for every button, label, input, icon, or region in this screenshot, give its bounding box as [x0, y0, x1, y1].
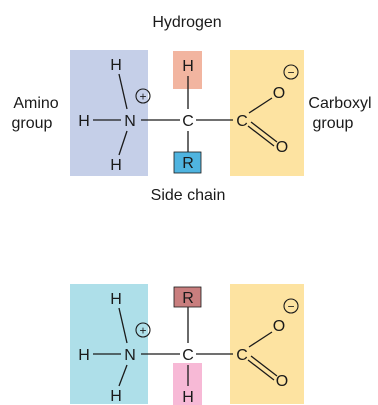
- bond-c-o-double-2-b: [250, 355, 278, 377]
- atom-o-minus-b: O: [273, 318, 285, 335]
- atom-o-double: O: [276, 139, 288, 156]
- bond-c-o-double-2: [250, 121, 278, 143]
- atom-r: R: [182, 155, 194, 172]
- atom-n: N: [124, 113, 136, 130]
- atom-n-b: N: [124, 347, 136, 364]
- atom-c-alpha: C: [182, 113, 194, 130]
- carboxyl-group-box: [230, 50, 304, 176]
- amino-group-box: [70, 50, 148, 176]
- carboxyl-group-label: Carboxyl: [308, 95, 371, 112]
- bond-n-h-bottom-b: [118, 364, 128, 387]
- amino-group-label: Amino: [13, 95, 58, 112]
- atom-h-top-b: H: [110, 291, 122, 308]
- atom-c-alpha-b: C: [182, 347, 194, 364]
- atom-r-b: R: [182, 290, 194, 307]
- atom-o-minus: O: [273, 85, 285, 102]
- bond-n-h-bottom: [118, 130, 128, 156]
- atom-h-bottom-b: H: [110, 388, 122, 405]
- bond-c-o-double-1: [247, 125, 275, 147]
- positive-charge-icon-b: +: [135, 322, 151, 338]
- atom-h-bottom: H: [110, 157, 122, 174]
- bond-c-o-single-b: [248, 331, 273, 348]
- atom-h-alpha-b: H: [182, 389, 194, 405]
- positive-charge-icon: +: [135, 88, 151, 104]
- carboxyl-group-label-line2: group: [313, 115, 354, 132]
- bond-c-o-double-1-b: [247, 359, 275, 381]
- side-chain-label: Side chain: [151, 187, 226, 204]
- bottom-structure: H H N H R C H C O O + −: [70, 284, 304, 405]
- bond-n-h-top-b: [118, 307, 128, 344]
- atom-c-carboxyl-b: C: [236, 347, 248, 364]
- atom-c-carboxyl: C: [236, 113, 248, 130]
- negative-charge-icon: −: [283, 64, 299, 80]
- bond-n-h-top: [118, 73, 128, 110]
- amino-group-box-bottom: [70, 284, 148, 404]
- svg-text:−: −: [287, 300, 294, 314]
- svg-text:−: −: [287, 66, 294, 80]
- svg-text:+: +: [139, 324, 146, 338]
- atom-h-alpha: H: [182, 58, 194, 75]
- amino-group-label-line2: group: [12, 115, 53, 132]
- top-structure: Hydrogen Amino group Carboxyl group Side…: [12, 14, 372, 204]
- atom-h-left-b: H: [78, 347, 90, 364]
- carboxyl-group-box-bottom: [230, 284, 304, 404]
- atom-h-left: H: [78, 113, 90, 130]
- bond-c-o-single: [248, 97, 273, 114]
- svg-text:+: +: [139, 90, 146, 104]
- negative-charge-icon-b: −: [283, 298, 299, 314]
- hydrogen-label: Hydrogen: [152, 14, 221, 31]
- atom-o-double-b: O: [276, 373, 288, 390]
- atom-h-top: H: [110, 57, 122, 74]
